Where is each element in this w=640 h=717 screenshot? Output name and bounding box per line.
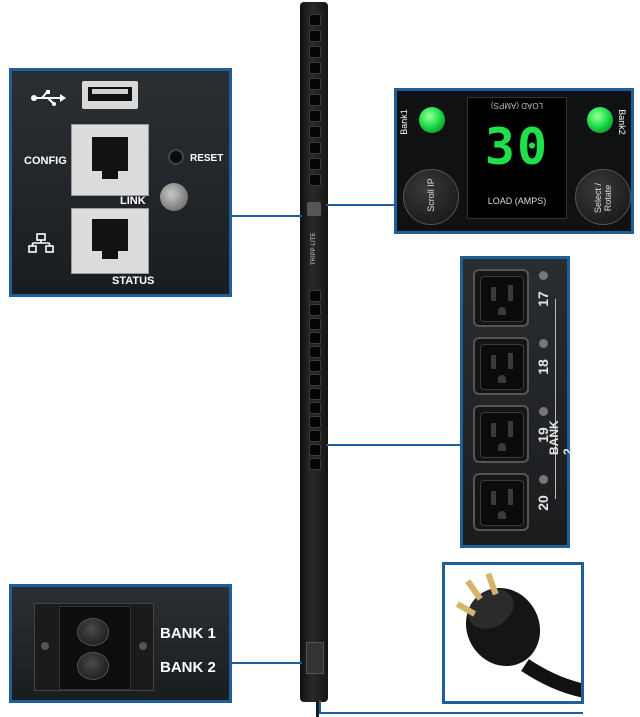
load-label-inverted: LOAD (AMPS) <box>491 101 544 110</box>
bank-divider-line <box>555 299 556 499</box>
plug-panel <box>442 562 584 704</box>
strip-outlet <box>309 360 321 372</box>
config-label: CONFIG <box>24 155 67 167</box>
strip-outlet <box>309 46 321 58</box>
bank1-led <box>419 107 445 133</box>
network-icon <box>28 233 54 258</box>
bank1-breaker-button[interactable] <box>77 618 109 646</box>
strip-outlet <box>309 30 321 42</box>
connector-line-cord-v <box>319 700 321 714</box>
breaker-bank2-label: BANK 2 <box>160 659 216 676</box>
status-ethernet-port[interactable] <box>71 208 149 274</box>
strip-outlet <box>309 126 321 138</box>
outlet-17 <box>473 269 529 327</box>
usb-port[interactable] <box>82 81 138 109</box>
bank2-led <box>587 107 613 133</box>
strip-breaker <box>306 642 324 674</box>
outlet-number: 17 <box>534 291 551 307</box>
load-screen: LOAD (AMPS) 30 LOAD (AMPS) <box>467 97 567 219</box>
outlet-18-led <box>539 339 548 348</box>
strip-outlet <box>309 94 321 106</box>
mount-screw-right <box>139 642 147 650</box>
scroll-ip-label: Scroll IP <box>426 178 436 212</box>
status-label: STATUS <box>112 275 155 287</box>
strip-outlet <box>309 346 321 358</box>
strip-outlet <box>309 62 321 74</box>
outlet-panel: BANK 2 17 18 19 20 <box>460 256 575 548</box>
link-label: LINK <box>120 195 146 207</box>
scroll-ip-button[interactable]: Scroll IP <box>403 169 459 225</box>
load-label: LOAD (AMPS) <box>487 196 547 206</box>
config-ethernet-port[interactable] <box>71 124 149 196</box>
load-value: 30 <box>484 118 550 176</box>
reset-label: RESET <box>190 153 224 164</box>
strip-outlet <box>309 304 321 316</box>
outlet-20-led <box>539 475 548 484</box>
strip-outlet <box>309 416 321 428</box>
usb-icon <box>30 89 66 112</box>
mount-screw-left <box>41 642 49 650</box>
outlet-20 <box>473 473 529 531</box>
outlet-17-led <box>539 271 548 280</box>
power-cord <box>316 700 319 717</box>
strip-network-port <box>307 202 321 216</box>
strip-outlet <box>309 110 321 122</box>
pdu-logo: TRIPP·LITE <box>311 232 317 265</box>
bank2-breaker-button[interactable] <box>77 652 109 680</box>
strip-outlet <box>309 290 321 302</box>
strip-outlet <box>309 374 321 386</box>
strip-outlet <box>309 332 321 344</box>
connector-line-network <box>232 215 302 217</box>
outlet-18 <box>473 337 529 395</box>
bank2-label: Bank2 <box>616 109 627 135</box>
strip-outlet <box>309 14 321 26</box>
breaker-plate <box>34 603 154 691</box>
breaker-bank1-label: BANK 1 <box>160 625 216 642</box>
outlet-number: 18 <box>534 359 551 375</box>
locking-plug-icon <box>455 572 581 698</box>
strip-outlet <box>309 458 321 470</box>
strip-outlet <box>309 158 321 170</box>
pdu-strip: TRIPP·LITE <box>300 2 328 702</box>
strip-outlet <box>309 78 321 90</box>
outlet-19-led <box>539 407 548 416</box>
connector-line-cord-h <box>319 712 583 714</box>
strip-outlet <box>309 318 321 330</box>
connector-line-display <box>326 204 394 206</box>
strip-outlet <box>309 430 321 442</box>
outlet-number: 19 <box>534 427 551 443</box>
strip-outlet <box>309 142 321 154</box>
reset-button[interactable] <box>168 149 184 165</box>
select-rotate-button[interactable]: Select / Rotate <box>575 169 631 225</box>
connector-line-breakers <box>232 662 302 664</box>
strip-outlet <box>309 402 321 414</box>
breaker-panel: BANK 1 BANK 2 <box>9 584 232 703</box>
strip-outlet <box>309 444 321 456</box>
link-indicator <box>160 183 188 211</box>
select-rotate-label: Select / Rotate <box>593 183 613 214</box>
connector-line-outlets <box>326 444 462 446</box>
strip-outlet <box>309 388 321 400</box>
strip-outlet <box>309 174 321 186</box>
bank1-label: Bank1 <box>398 109 409 135</box>
outlet-19 <box>473 405 529 463</box>
bank2-outlet-label: BANK 2 <box>547 420 575 455</box>
network-panel: CONFIG RESET LINK STATUS <box>9 68 232 297</box>
outlet-number: 20 <box>534 495 551 511</box>
load-display-panel: Bank1 Bank2 LOAD (AMPS) 30 LOAD (AMPS) S… <box>394 88 634 234</box>
